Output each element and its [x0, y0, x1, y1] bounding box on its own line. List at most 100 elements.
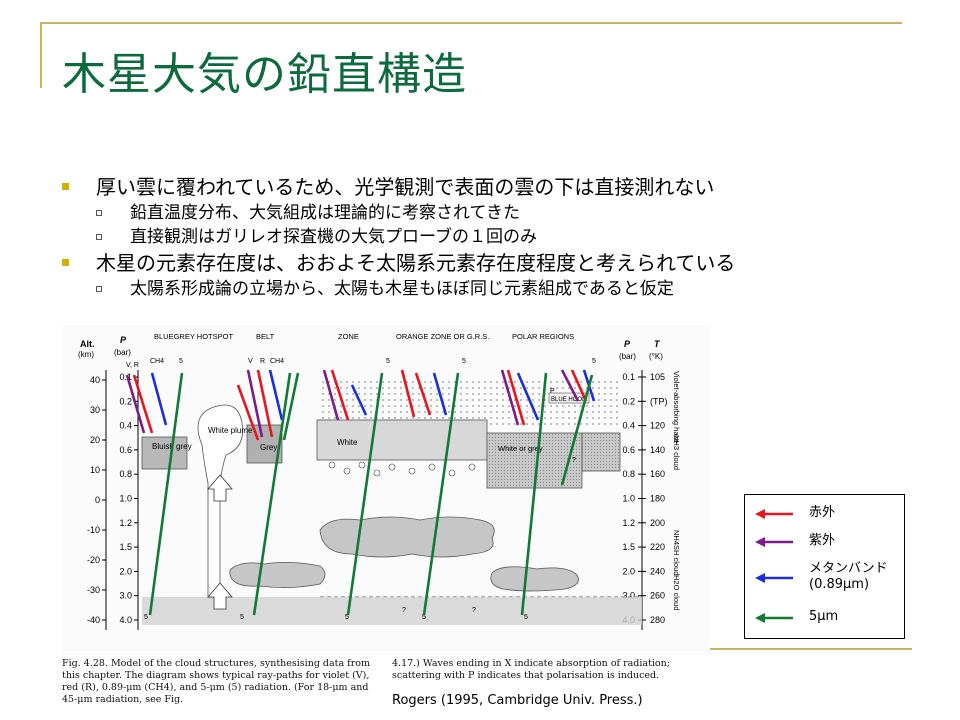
right-p-tick-label: 3.0 — [622, 591, 635, 601]
sub-bullet-text: 直接観測はガリレオ探査機の大気プローブの１回のみ — [130, 227, 537, 247]
sub-bullet-text: 鉛直温度分布、大気組成は理論的に考察されてきた — [130, 203, 520, 223]
alt-tick-label: 10 — [90, 465, 100, 475]
ray-label: 5 — [179, 358, 183, 365]
right-p-tick-label: 1.5 — [622, 542, 635, 552]
blue-arrow-icon — [755, 573, 793, 583]
alt-tick-label: -20 — [87, 555, 100, 565]
legend-label: メタンバンド — [809, 561, 888, 576]
ray-label: 5 — [462, 358, 466, 365]
updraft-arrow-icon — [207, 582, 233, 610]
ray-label: ? — [472, 607, 476, 614]
p-axis-label: P — [120, 335, 127, 345]
ray-label: V, R — [126, 362, 139, 369]
sub-bullet-marker — [96, 286, 102, 292]
temp-tick-label: 200 — [650, 518, 665, 528]
cloud-label: BLUE HOOD — [551, 397, 587, 403]
temp-tick-label: 220 — [650, 542, 665, 552]
frame-left-line — [40, 22, 42, 88]
ray-label: ? — [402, 607, 406, 614]
layer-h2o: H2O cloud — [672, 575, 681, 610]
bullet-marker — [62, 183, 69, 190]
purple-arrow-icon — [755, 537, 793, 547]
bullet-text: 木星の元素存在度は、おおよそ太陽系元素存在度程度と考えられている — [96, 251, 736, 275]
alt-tick-label: -30 — [87, 585, 100, 595]
region-label: BLUEGREY HOTSPOT — [154, 332, 233, 341]
temp-tick-label: 180 — [650, 494, 665, 504]
temp-tick-label: 260 — [650, 591, 665, 601]
ray-label: ? — [572, 457, 576, 464]
alt-tick-label: -40 — [87, 615, 100, 625]
cloud-label: White — [337, 438, 358, 447]
left-p-tick-label: 0.8 — [119, 469, 132, 479]
temp-tick-label: 280 — [650, 615, 665, 625]
t-unit: (°K) — [649, 352, 663, 361]
nh4sh-cloud — [319, 516, 495, 558]
alt-tick-label: 20 — [90, 435, 100, 445]
figure-caption-left: Fig. 4.28. Model of the cloud structures… — [62, 658, 370, 705]
frame-bottom-right-line — [706, 648, 912, 650]
legend-label: 赤外 — [809, 505, 836, 520]
left-p-tick-label: 1.2 — [119, 518, 132, 528]
slide-title: 木星大気の鉛直構造 — [62, 49, 467, 100]
right-p-label: P — [624, 339, 631, 349]
bullet-item: 厚い雲に覆われているため、光学観測で表面の雲の下は直接測れない — [62, 173, 942, 201]
region-label: POLAR REGIONS — [512, 332, 574, 341]
ray-label: 5 — [144, 614, 148, 621]
right-p-tick-label: 0.1 — [622, 372, 635, 382]
alt-tick-label: 40 — [90, 375, 100, 385]
temp-tick-label: 105 — [650, 372, 665, 382]
bullet-marker — [62, 259, 69, 266]
alt-axis-label: Alt. — [80, 339, 95, 349]
legend-label: 5μm — [809, 609, 839, 624]
h2o-cloud — [229, 562, 326, 588]
atmosphere-diagram: Alt. (km) P (bar) 403020100-10-20-30-40 … — [62, 325, 710, 655]
ray-label: P — [550, 388, 555, 395]
ray-label: CH4 — [270, 358, 284, 365]
cloud-label: White or grey — [498, 444, 543, 453]
ray-label: 5 — [524, 614, 528, 621]
region-label: ORANGE ZONE OR G.R.S. — [396, 332, 489, 341]
bullet-list: 厚い雲に覆われているため、光学観測で表面の雲の下は直接測れない 鉛直温度分布、大… — [62, 173, 942, 301]
ray-label: 5 — [240, 614, 244, 621]
ray-label: V — [248, 358, 253, 365]
sub-bullet-item: 太陽系形成論の立場から、太陽も木星もほぼ同じ元素組成であると仮定 — [62, 277, 942, 301]
left-p-tick-label: 0.6 — [119, 445, 132, 455]
sub-bullet-text: 太陽系形成論の立場から、太陽も木星もほぼ同じ元素組成であると仮定 — [130, 279, 674, 299]
legend-label-sub: (0.89μm) — [809, 577, 870, 592]
t-label: T — [654, 339, 661, 349]
left-p-tick-label: 2.0 — [119, 566, 132, 576]
layer-nh4sh: NH4SH cloud — [672, 530, 681, 575]
ray-label: 5 — [592, 358, 596, 365]
alt-axis-unit: (km) — [78, 350, 94, 359]
updraft-arrow-icon — [207, 474, 233, 502]
layer-nh3: NH3 cloud — [672, 435, 681, 470]
left-p-tick-label: 4.0 — [119, 615, 132, 625]
right-p-tick-label: 0.6 — [622, 445, 635, 455]
temp-tick-label: 160 — [650, 469, 665, 479]
figure-credit: Rogers (1995, Cambridge Univ. Press.) — [392, 693, 643, 708]
right-p-tick-label: 1.0 — [622, 494, 635, 504]
alt-tick-label: -10 — [87, 525, 100, 535]
right-p-tick-label: 2.0 — [622, 566, 635, 576]
sub-bullet-marker — [96, 234, 102, 240]
temp-tick-label: 240 — [650, 566, 665, 576]
h2o-cloud — [490, 566, 579, 592]
left-p-tick-label: 0.2 — [119, 396, 132, 406]
left-p-tick-label: 0.1 — [119, 372, 132, 382]
right-p-tick-label: 0.8 — [622, 469, 635, 479]
ray-label: CH4 — [150, 358, 164, 365]
p-axis-unit: (bar) — [114, 348, 131, 357]
right-axis: P (bar) T (°K) 0.10.20.40.60.81.01.21.52… — [619, 339, 681, 630]
temp-tick-label: 120 — [650, 421, 665, 431]
ray-label: R — [260, 358, 265, 365]
sub-bullet-item: 鉛直温度分布、大気組成は理論的に考察されてきた — [62, 201, 942, 225]
temp-tick-label: (TP) — [650, 396, 668, 406]
right-p-tick-label: 0.2 — [622, 396, 635, 406]
temp-tick-label: 140 — [650, 445, 665, 455]
right-p-tick-label: 0.4 — [622, 421, 635, 431]
ray-label: 5 — [422, 614, 426, 621]
bullet-item: 木星の元素存在度は、おおよそ太陽系元素存在度程度と考えられている — [62, 249, 942, 277]
left-p-tick-label: 0.4 — [119, 421, 132, 431]
region-label: ZONE — [338, 332, 359, 341]
legend-label: 紫外 — [809, 533, 836, 548]
